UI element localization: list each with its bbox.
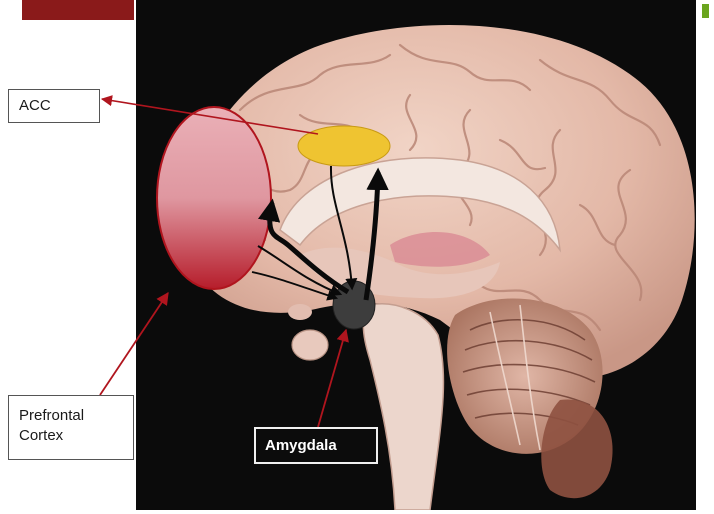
pituitary: [292, 330, 328, 360]
corner-green-marker: [702, 4, 709, 18]
title-accent-bar: [22, 0, 134, 20]
prefrontal-cortex-label: Prefrontal Cortex: [8, 395, 134, 460]
optic-chiasm: [288, 304, 312, 320]
acc-label: ACC: [8, 89, 100, 123]
amygdala-label: Amygdala: [254, 427, 378, 464]
brain-photo: [136, 0, 696, 510]
